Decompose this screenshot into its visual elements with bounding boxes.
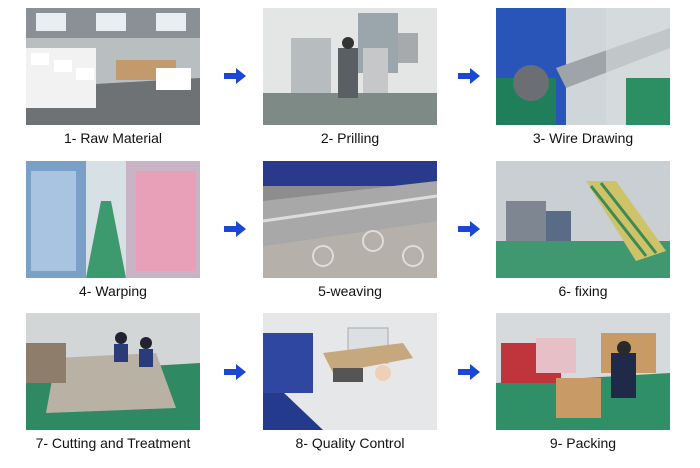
step-label: 1- Raw Material xyxy=(63,130,163,146)
step-label: 7- Cutting and Treatment xyxy=(35,435,191,451)
step-label: 8- Quality Control xyxy=(295,435,405,451)
step-label: 9- Packing xyxy=(549,435,617,451)
step-label: 6- fixing xyxy=(558,283,608,299)
wire-drawing-photo xyxy=(496,8,670,125)
arrow-right-icon xyxy=(458,221,480,237)
arrow-right-icon xyxy=(224,221,246,237)
raw-material-photo xyxy=(26,8,200,125)
prilling-photo xyxy=(263,8,437,125)
arrow-right-icon xyxy=(224,364,246,380)
cutting-treatment-photo xyxy=(26,313,200,430)
quality-control-photo xyxy=(263,313,437,430)
fixing-photo xyxy=(496,161,670,278)
warping-photo xyxy=(26,161,200,278)
arrow-right-icon xyxy=(458,364,480,380)
step-label: 3- Wire Drawing xyxy=(532,130,634,146)
arrow-right-icon xyxy=(458,68,480,84)
packing-photo xyxy=(496,313,670,430)
step-label: 4- Warping xyxy=(79,283,147,299)
step-label: 2- Prilling xyxy=(320,130,380,146)
step-label: 5-weaving xyxy=(318,283,382,299)
weaving-photo xyxy=(263,161,437,278)
arrow-right-icon xyxy=(224,68,246,84)
